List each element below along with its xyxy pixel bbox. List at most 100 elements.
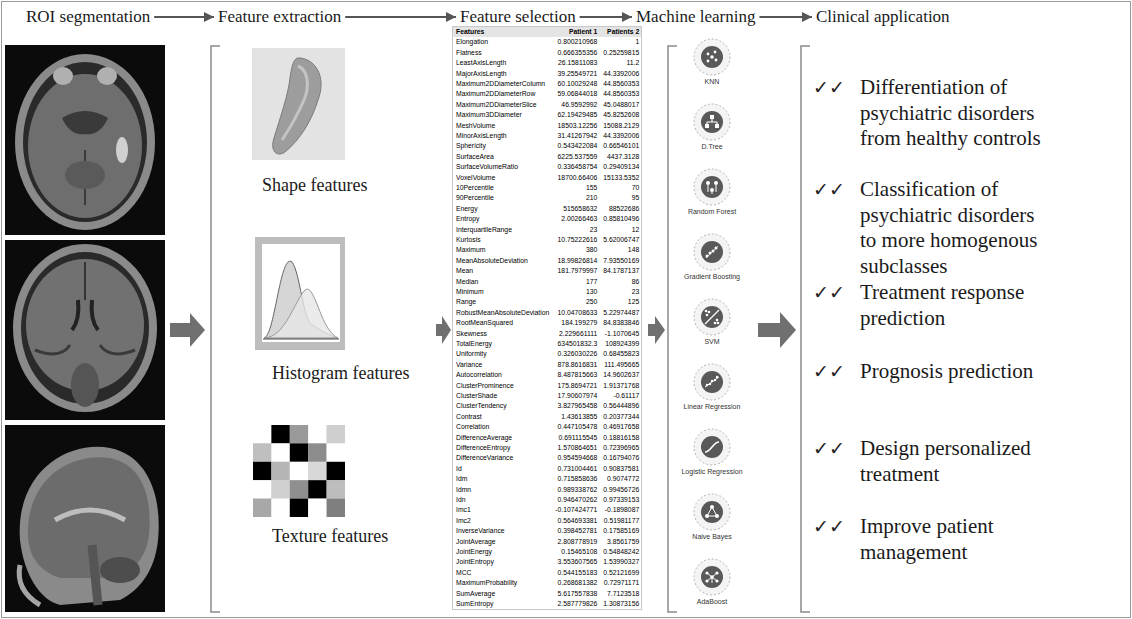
mri-background [5,240,165,420]
stage-heading: Feature selection [456,7,580,27]
table-cell: SurfaceVolumeRatio [456,162,518,172]
table-cell: 0.268681382 [558,578,598,588]
application-item: Prognosis prediction [860,359,1050,385]
table-cell: 0.9074772 [607,474,639,484]
mri-face [19,565,40,605]
table-cell: 0.954594668 [558,453,598,463]
bracket [801,46,810,612]
mri-cerebellum [100,557,140,583]
table-cell: 0.15465108 [561,547,597,557]
table-cell: MeshVolume [456,121,495,131]
table-cell: Maximum [456,245,485,255]
mri-background [5,45,165,235]
table-cell: 3.8561759 [607,537,639,547]
application-item: Improve patient management [860,514,1050,565]
table-cell: 59.06844018 [558,89,598,99]
table-cell: 1.53990327 [603,557,639,567]
table-cell: RootMeanSquared [456,318,513,328]
table-cell: 0.731004461 [558,464,598,474]
table-cell: 15133.5352 [603,173,639,183]
table-cell: Patients 2 [607,27,639,37]
table-cell: Uniformity [456,349,487,359]
table-cell: TotalEnergy [456,339,492,349]
table-cell: MeanAbsoluteDeviation [456,256,528,266]
table-cell: Elongation [456,37,488,47]
feature-caption: Shape features [262,175,367,196]
table-cell: 5.617557838 [558,589,598,599]
model-name: Logistic Regression [674,467,750,476]
table-cell: 84.1787137 [603,266,639,276]
table-cell: DifferenceVariance [456,453,513,463]
table-cell: 0.18816158 [603,433,639,443]
table-cell: 7.93550169 [603,256,639,266]
mri-temporal [35,345,135,354]
flow-arrow [154,16,214,18]
histogram-curve [264,261,338,338]
table-cell: 14.9602637 [603,370,639,380]
table-cell: Idn [456,495,465,505]
model-icon [694,169,730,205]
table-cell: 84.8383846 [603,318,639,328]
table-cell: 0.989338762 [558,485,598,495]
table-cell: 148 [628,245,639,255]
table-cell: SurfaceArea [456,152,494,162]
table-cell: SumEntropy [456,599,493,609]
table-cell: 515658632 [563,204,597,214]
shape-render [252,48,345,160]
table-cell: Imc1 [456,505,471,515]
table-cell: 0.543422084 [558,141,598,151]
table-cell: MaximumProbability [456,578,517,588]
table-cell: VoxelVolume [456,173,495,183]
application-item: Differentiation of psychiatric disorders… [860,75,1050,152]
table-cell: 18700.66406 [558,173,598,183]
table-cell: -0.61117 [613,391,639,401]
table-cell: InterquartileRange [456,225,512,235]
table-cell: -1.1070645 [605,329,639,339]
table-cell: 0.715858636 [558,474,598,484]
table-cell: 7.7123518 [607,589,639,599]
table-cell: 5.22974487 [603,308,639,318]
table-cell: 130 [586,287,597,297]
table-cell: 44.3392006 [603,69,639,79]
mri-ventricles [72,300,98,330]
table-cell: 111.495665 [604,360,639,370]
mri-brainstem [71,363,99,407]
picture-ground [252,48,345,160]
table-cell: 0.666355356 [558,48,598,58]
model-name: D.Tree [674,142,750,151]
table-cell: Id [456,464,462,474]
model-icon [694,559,730,595]
model-icon [694,494,730,530]
table-cell: 12 [632,225,640,235]
model-name: Linear Regression [674,402,750,411]
table-cell: 60.10029248 [558,79,598,89]
table-cell: 3.827965458 [558,401,598,411]
mri-corpus-callosum [55,510,125,520]
table-cell: 0.564693381 [558,516,598,526]
table-cell: 44.8560353 [603,79,639,89]
application-item: Classification of psychiatric disorders … [860,177,1050,279]
table-cell: 0.51981177 [604,516,639,526]
model-name: AdaBoost [674,597,750,606]
mri-orbit [53,67,73,85]
table-cell: Entropy [456,214,479,224]
model-icons [694,39,730,595]
table-cell: ClusterTendency [456,401,507,411]
table-cell: 95 [632,193,640,203]
table-cell: 108924399 [605,339,639,349]
stage-title: Clinical application [816,7,950,27]
table-cell: 1.30873156 [603,599,639,609]
table-cell: 0.72396965 [603,443,639,453]
table-cell: 5.62006747 [603,235,639,245]
picture-ground [253,425,345,517]
table-cell: 10.04708633 [558,308,598,318]
table-cell: Idm [456,474,467,484]
table-cell: 0.99456726 [603,485,639,495]
table-cell: 1.43613855 [561,412,597,422]
table-cell: 0.56444896 [603,401,639,411]
table-cell: 0.85810496 [603,214,639,224]
table-cell: Skewness [456,329,487,339]
table-cell: 10.75222616 [558,235,598,245]
table-cell: 250 [586,297,597,307]
